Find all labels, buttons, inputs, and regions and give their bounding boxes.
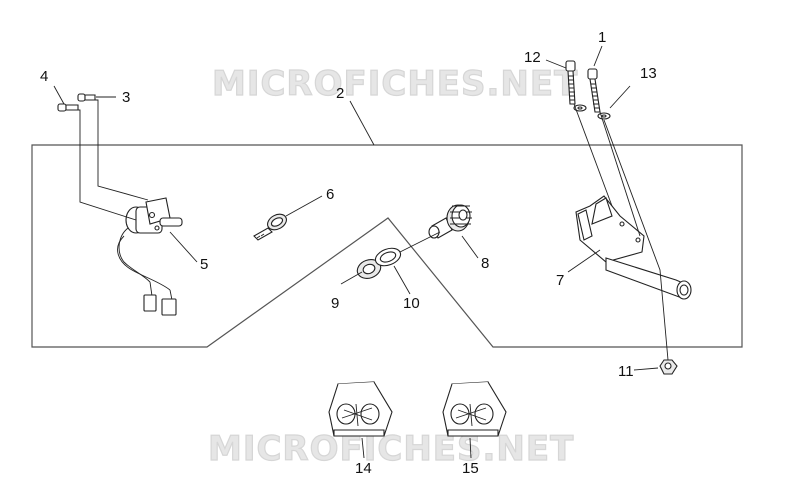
callout-8: 8: [481, 255, 489, 272]
part-1-screw: [587, 68, 601, 113]
callout-12: 12: [524, 49, 541, 66]
part-5-ignition-switch: [117, 197, 183, 316]
callout-13: 13: [640, 65, 657, 82]
part-15-decal: [442, 381, 507, 437]
callout-6: 6: [326, 186, 334, 203]
part-10-washer: [374, 231, 441, 267]
part-11-nut: [659, 359, 678, 375]
kit-outline: [31, 144, 743, 348]
callout-5: 5: [200, 256, 208, 273]
part-3-screw: [77, 93, 96, 102]
part-8-lock-cylinder: [428, 204, 472, 239]
part-9-ring-nut: [356, 259, 382, 279]
callout-11: 11: [618, 363, 634, 380]
callout-2: 2: [336, 85, 344, 102]
callout-10: 10: [403, 295, 420, 312]
callout-4: 4: [40, 68, 48, 85]
callouts: 1 2 3 4 5 6 7 8 9 10 11 12 13 14 15: [40, 29, 657, 477]
part-6-key: [253, 213, 287, 241]
callout-15: 15: [462, 460, 479, 477]
leader-lines: [53, 45, 669, 459]
callout-7: 7: [556, 272, 564, 289]
watermark-bottom: MICROFICHES.NET: [208, 429, 574, 469]
callout-1: 1: [598, 29, 606, 46]
part-12-screw: [565, 60, 576, 105]
part-13-washers: [573, 104, 611, 120]
callout-3: 3: [122, 89, 130, 106]
part-7-lock-body: [575, 195, 692, 300]
callout-9: 9: [331, 295, 339, 312]
part-4-screw: [57, 103, 79, 112]
callout-14: 14: [355, 460, 372, 477]
part-14-decal: [328, 381, 393, 437]
watermark-top: MICROFICHES.NET: [212, 64, 578, 104]
